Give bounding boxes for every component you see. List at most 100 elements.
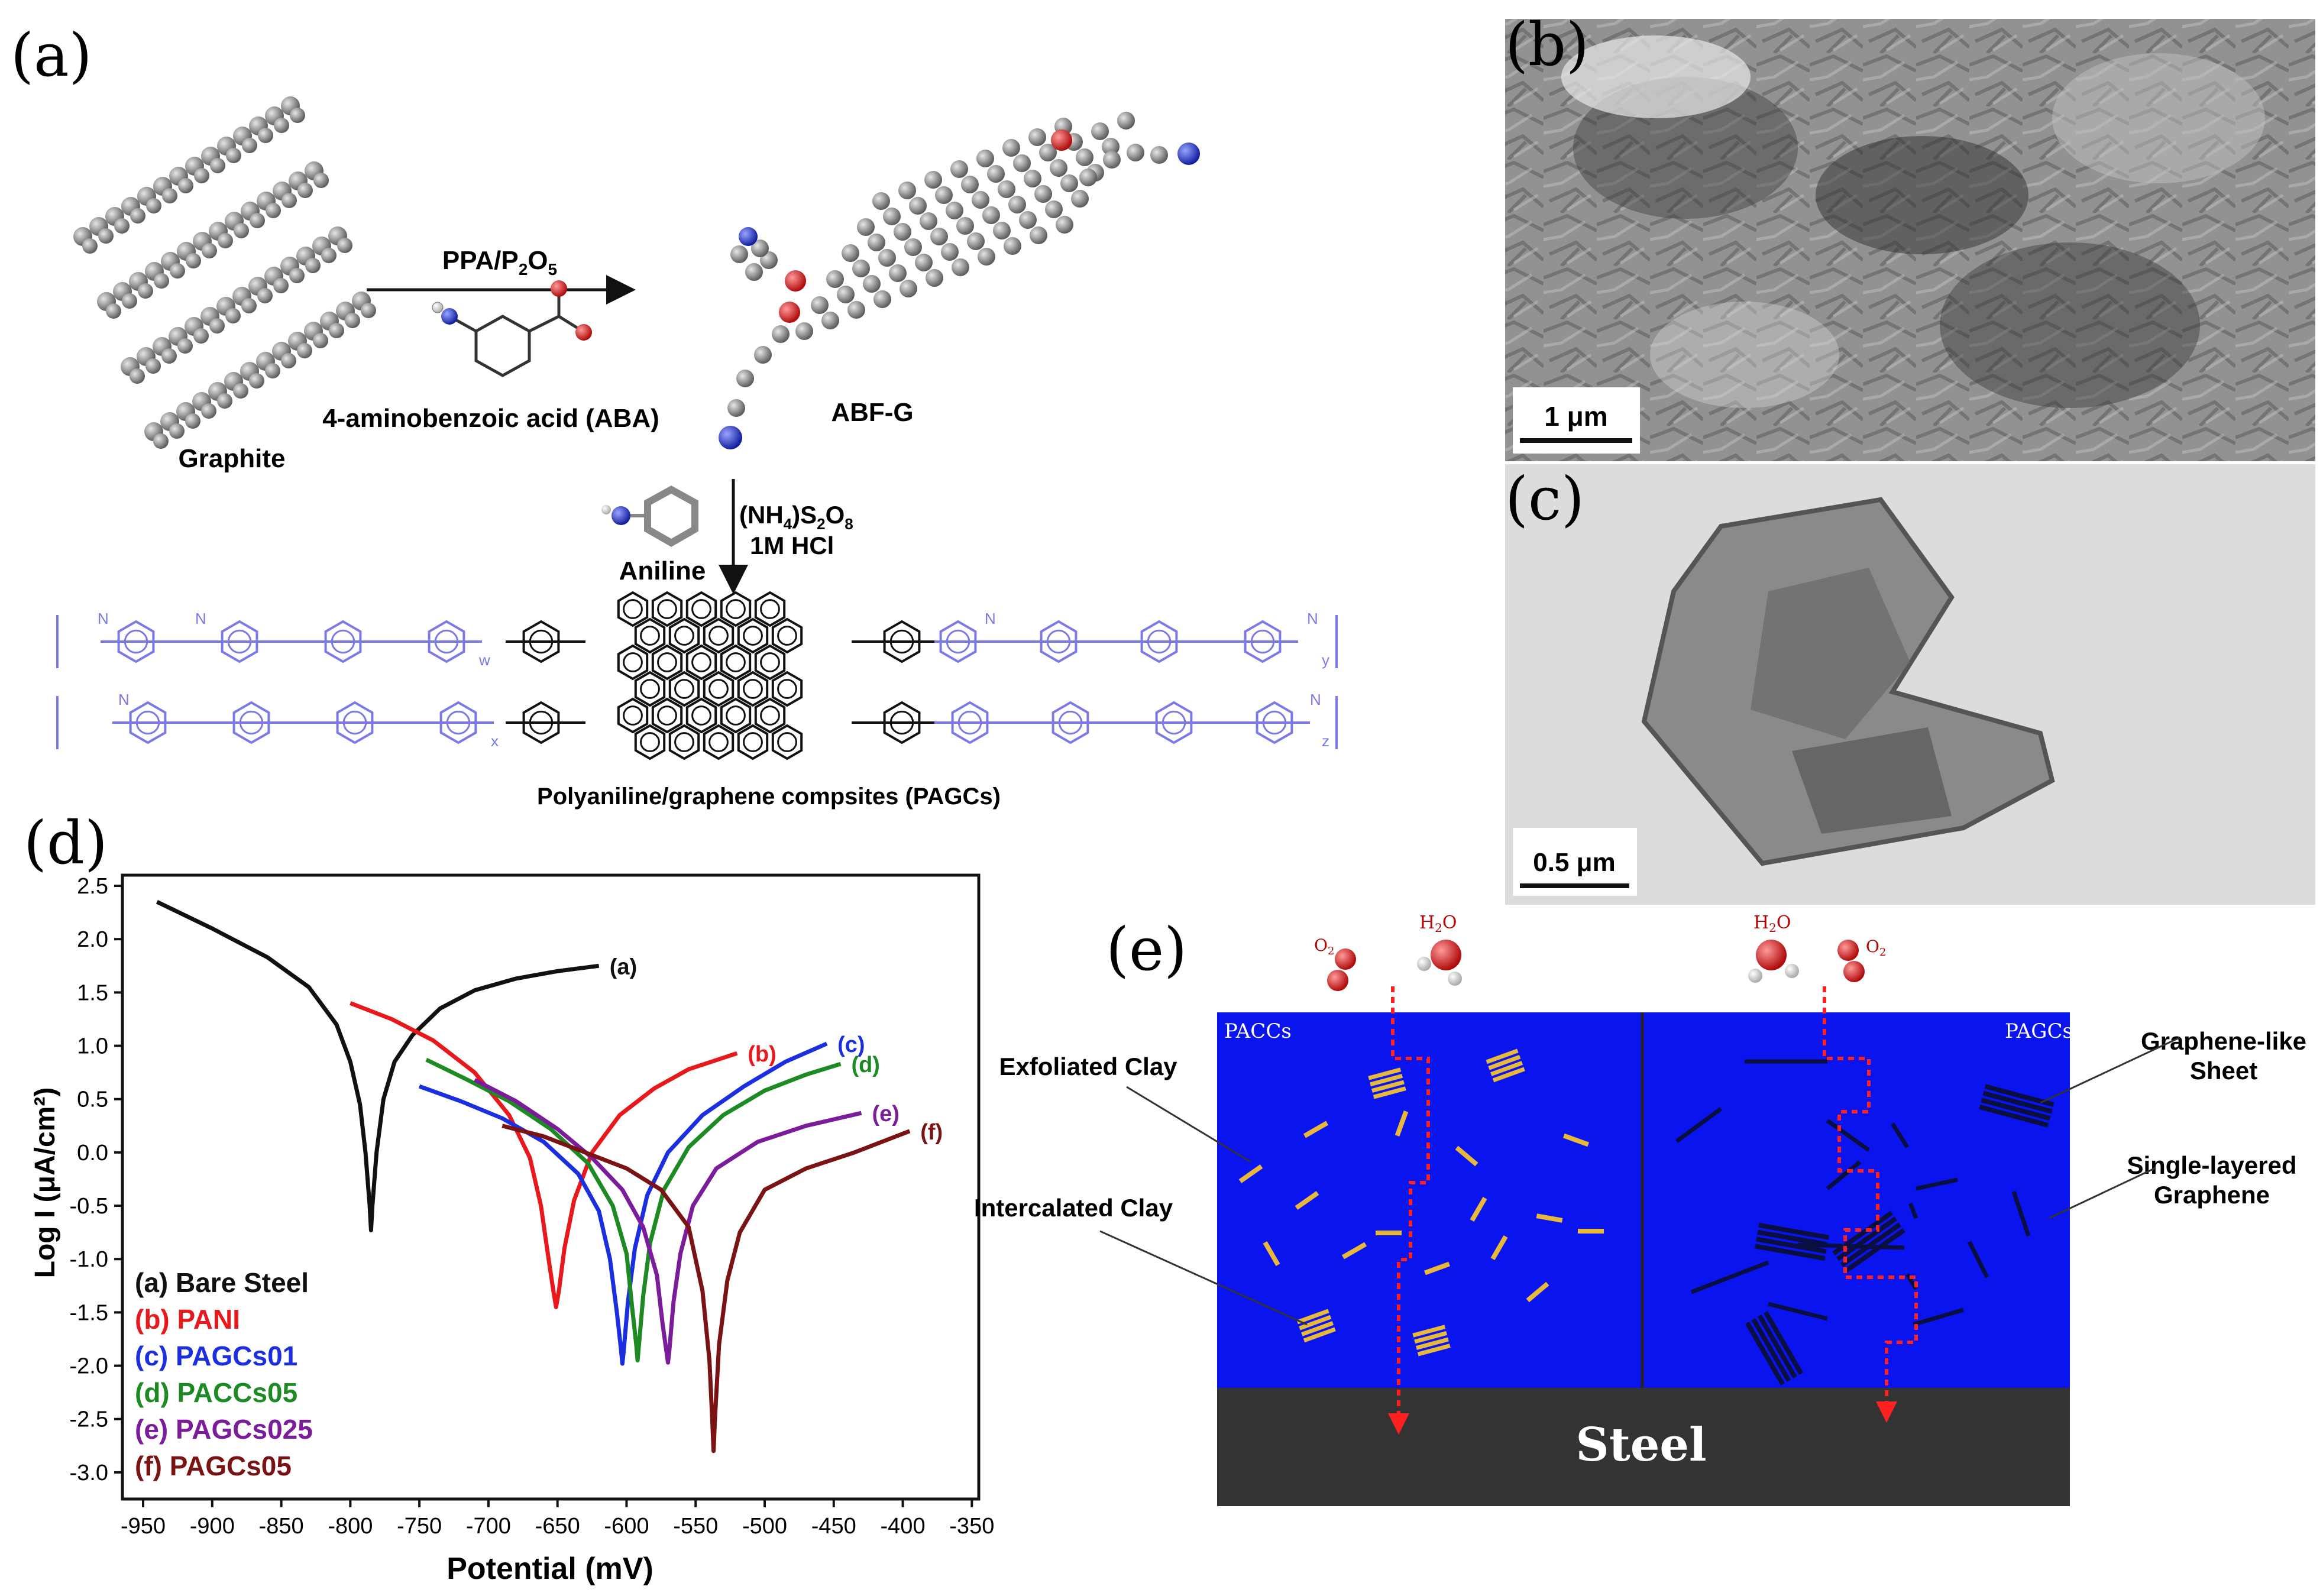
clay-platelet	[1395, 1110, 1409, 1137]
carbon-atom	[826, 270, 844, 288]
panel-label-e: (e)	[1106, 915, 1187, 984]
carbon-atom	[1079, 169, 1097, 186]
benzene-ring-aromatic	[777, 679, 797, 699]
benzene-ring-aromatic	[743, 679, 763, 699]
benzene-ring-aromatic	[124, 629, 148, 654]
carbon-atom	[161, 348, 177, 364]
carbon-atom	[114, 218, 130, 234]
x-tick-label: -400	[881, 1514, 926, 1539]
carbon-atom	[930, 228, 948, 245]
carbon-atom	[1091, 122, 1109, 140]
o2-label-left: O2	[1314, 935, 1334, 957]
benzene-ring-aromatic	[227, 629, 252, 654]
clay-stack	[1299, 1315, 1332, 1330]
carbon-atom	[162, 188, 177, 203]
benzene-ring	[1140, 620, 1178, 663]
benzene-ring	[668, 724, 700, 760]
carbon-atom	[297, 343, 312, 358]
graphene-stack	[1844, 1228, 1905, 1273]
clay-platelet	[1526, 1281, 1549, 1303]
carbon-atom	[209, 318, 225, 334]
carbon-atom	[795, 322, 813, 340]
benzene-ring-aromatic	[743, 732, 763, 752]
carbon-atom	[313, 173, 329, 188]
carbon-atom	[730, 245, 748, 263]
graphene-stack	[1764, 1311, 1804, 1375]
aniline-molecule	[624, 485, 698, 547]
carbon-atom	[153, 433, 169, 449]
carbon-atom	[313, 333, 328, 348]
benzene-ring-aromatic	[743, 626, 763, 646]
series-line-4	[425, 1057, 842, 1363]
clay-platelet	[1376, 1231, 1402, 1235]
carbon-atom	[998, 180, 1015, 198]
x-tick-label: -650	[535, 1514, 580, 1539]
benzene-ring-aromatic	[1046, 629, 1071, 654]
carbon-atom	[1024, 170, 1041, 187]
benzene-ring-aromatic	[1147, 629, 1172, 654]
carbon-atom	[1039, 144, 1057, 161]
carbon-atom	[1028, 128, 1046, 146]
benzene-ring	[703, 617, 735, 654]
benzene-ring	[1052, 701, 1089, 744]
carbon-atom	[274, 118, 289, 133]
carbon-atom	[956, 217, 974, 235]
carbon-atom	[946, 202, 963, 219]
benzene-ring-aromatic	[777, 732, 797, 752]
carbon-atom	[98, 228, 114, 244]
carbon-atom	[185, 413, 200, 429]
carbon-atom	[961, 176, 979, 193]
benzene-ring	[720, 591, 752, 627]
x-tick-label: -900	[190, 1514, 235, 1539]
carbon-atom	[857, 218, 875, 236]
graphene-stack	[1984, 1084, 2055, 1108]
graphene-sheet	[1826, 1119, 1871, 1152]
carbon-atom	[273, 278, 289, 293]
graphite-stack	[73, 96, 376, 449]
aniline-label: Aniline	[619, 556, 706, 585]
clay-platelet	[1341, 1242, 1367, 1260]
carbon-atom	[920, 212, 937, 230]
carbon-atom	[218, 233, 233, 248]
graphene-stack	[1979, 1104, 2049, 1128]
carbon-atom	[987, 165, 1005, 183]
carbon-atom	[1034, 185, 1052, 203]
carbon-atom	[289, 268, 305, 283]
scale-label-b: 1 μm	[1544, 401, 1607, 432]
carbon-atom	[361, 303, 376, 318]
steel-label: Steel	[1575, 1418, 1706, 1472]
benzene-ring	[883, 620, 921, 663]
benzene-ring	[720, 697, 752, 734]
carbon-atom	[976, 150, 994, 167]
benzene-ring	[883, 701, 921, 744]
series-line-3	[418, 1041, 828, 1366]
aniline-hydrogen-atom	[601, 505, 611, 514]
carbon-atom	[329, 323, 344, 338]
acid-label: 1M HCl	[750, 532, 834, 559]
benzene-ring-aromatic	[239, 710, 264, 735]
benzene-ring	[634, 724, 666, 760]
graphene-sheet	[1913, 1307, 1964, 1327]
abfg-label: ABF-G	[831, 398, 913, 427]
x-tick-label: -500	[742, 1514, 787, 1539]
series-line-2	[350, 1001, 738, 1309]
graphene-sheet	[1826, 1160, 1862, 1190]
clay-stack	[1415, 1337, 1449, 1350]
benzene-ring	[771, 617, 803, 654]
carbon-atom	[122, 293, 137, 309]
benzene-ring	[1256, 701, 1293, 744]
carbon-atom	[321, 248, 337, 263]
benzene-ring	[668, 617, 700, 654]
benzene-ring	[668, 671, 700, 707]
carbon-atom	[952, 258, 969, 276]
intercalated-clay-label: Intercalated Clay	[974, 1194, 1173, 1222]
composite-label: Polyaniline/graphene compsites (PAGCs)	[537, 784, 1001, 810]
carbon-atom	[297, 183, 313, 198]
benzene-ring	[703, 724, 735, 760]
benzene-ring	[685, 697, 717, 734]
carbon-atom	[193, 328, 209, 344]
carbon-atom	[745, 263, 763, 281]
clay-platelet	[1470, 1196, 1487, 1222]
